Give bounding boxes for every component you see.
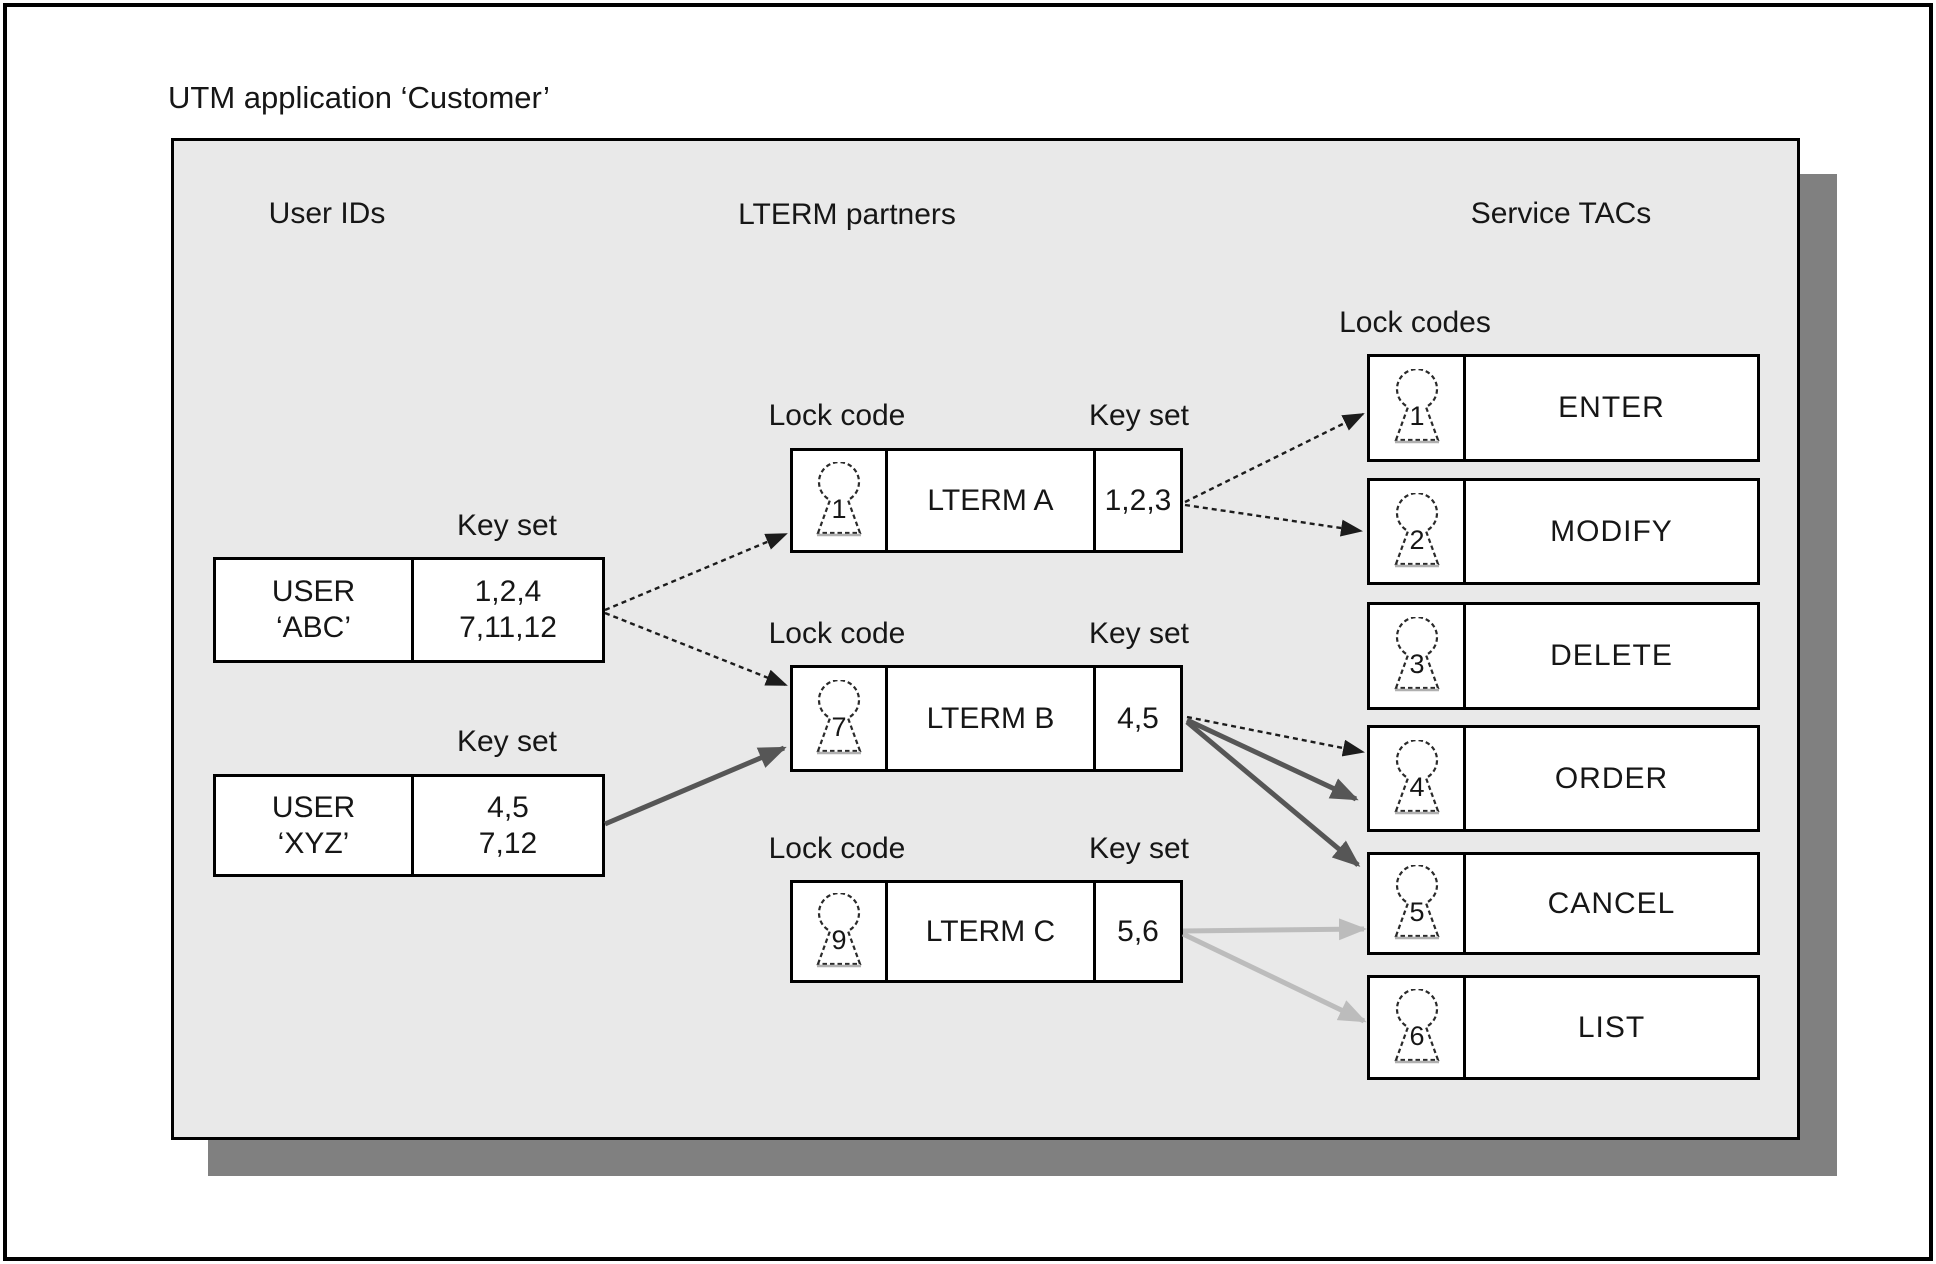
keyhole-icon: 1 <box>816 461 862 536</box>
lock-code-number: 9 <box>831 925 846 955</box>
tac-delete-name: DELETE <box>1463 605 1757 707</box>
lterm-c-keyset: 5,6 <box>1093 883 1180 980</box>
keyhole-icon: 6 <box>1393 988 1440 1063</box>
tac-delete-lock-cell: 3 <box>1370 605 1463 707</box>
tac-enter-name: ENTER <box>1463 357 1757 459</box>
lterm-c-lock-cell: 9 <box>793 883 885 980</box>
user-box-abc: USER ‘ABC’ 1,2,4 7,11,12 <box>213 557 605 663</box>
column-header-service-tacs: Service TACs <box>1470 197 1652 230</box>
lock-code-number: 4 <box>1409 772 1424 802</box>
lock-code-number: 3 <box>1409 649 1424 679</box>
user-xyz-name: USER ‘XYZ’ <box>216 777 411 874</box>
lock-code-number: 2 <box>1409 525 1424 555</box>
lock-code-number: 6 <box>1409 1021 1424 1051</box>
keyset-label-user-abc: Key set <box>456 509 558 542</box>
tac-list-lock-cell: 6 <box>1370 978 1463 1077</box>
keyset-line: 1,2,4 <box>474 575 542 608</box>
user-name-line: ‘ABC’ <box>275 611 351 644</box>
keyset-label-user-xyz: Key set <box>456 725 558 758</box>
lterm-box-a: 1 LTERM A 1,2,3 <box>790 448 1183 553</box>
column-header-user-ids: User IDs <box>268 197 386 230</box>
lock-code-number: 7 <box>831 712 846 742</box>
tac-box-order: 4 ORDER <box>1367 725 1760 832</box>
tac-modify-lock-cell: 2 <box>1370 481 1463 582</box>
tac-box-enter: 1 ENTER <box>1367 354 1760 462</box>
lock-code-number: 1 <box>831 494 846 524</box>
tac-cancel-name: CANCEL <box>1463 855 1757 952</box>
tac-cancel-lock-cell: 5 <box>1370 855 1463 952</box>
lterm-a-lock-cell: 1 <box>793 451 885 550</box>
lterm-a-keyset: 1,2,3 <box>1093 451 1180 550</box>
keyhole-icon: 5 <box>1393 864 1440 939</box>
keyhole-icon: 2 <box>1393 492 1440 567</box>
user-abc-name: USER ‘ABC’ <box>216 560 411 660</box>
lock-code-number: 5 <box>1409 897 1424 927</box>
user-abc-keyset: 1,2,4 7,11,12 <box>411 560 602 660</box>
tac-box-list: 6 LIST <box>1367 975 1760 1080</box>
lock-code-label-lterm-c: Lock code <box>768 832 906 865</box>
keyhole-icon: 3 <box>1393 617 1440 692</box>
keyset-line: 7,11,12 <box>459 611 557 644</box>
tac-order-name: ORDER <box>1463 728 1757 829</box>
lterm-b-keyset: 4,5 <box>1093 668 1180 769</box>
keyhole-icon: 9 <box>816 892 862 967</box>
lterm-b-name: LTERM B <box>885 668 1093 769</box>
user-name-line: ‘XYZ’ <box>277 826 350 860</box>
outer-frame <box>3 3 1933 1261</box>
lterm-b-lock-cell: 7 <box>793 668 885 769</box>
keyset-line: 7,12 <box>478 826 538 860</box>
tac-box-modify: 2 MODIFY <box>1367 478 1760 585</box>
tac-enter-lock-cell: 1 <box>1370 357 1463 459</box>
keyset-label-lterm-c: Key set <box>1088 832 1190 865</box>
lock-code-label-lterm-b: Lock code <box>768 617 906 650</box>
keyset-line: 4,5 <box>487 790 529 824</box>
lterm-c-name: LTERM C <box>885 883 1093 980</box>
keyhole-icon: 4 <box>1393 739 1440 814</box>
user-name-line: USER <box>271 575 356 608</box>
tac-order-lock-cell: 4 <box>1370 728 1463 829</box>
tac-box-delete: 3 DELETE <box>1367 602 1760 710</box>
lock-codes-label: Lock codes <box>1339 306 1491 339</box>
user-xyz-keyset: 4,5 7,12 <box>411 777 602 874</box>
user-name-line: USER <box>271 790 356 824</box>
lterm-box-c: 9 LTERM C 5,6 <box>790 880 1183 983</box>
column-header-lterm-partners: LTERM partners <box>738 198 956 231</box>
lock-code-label-lterm-a: Lock code <box>768 399 906 432</box>
keyset-label-lterm-a: Key set <box>1088 399 1190 432</box>
lock-code-number: 1 <box>1409 401 1424 431</box>
diagram-title: UTM application ‘Customer’ <box>168 80 550 115</box>
keyset-label-lterm-b: Key set <box>1088 617 1190 650</box>
user-box-xyz: USER ‘XYZ’ 4,5 7,12 <box>213 774 605 877</box>
tac-list-name: LIST <box>1463 978 1757 1077</box>
lterm-a-name: LTERM A <box>885 451 1093 550</box>
tac-modify-name: MODIFY <box>1463 481 1757 582</box>
tac-box-cancel: 5 CANCEL <box>1367 852 1760 955</box>
keyhole-icon: 1 <box>1393 369 1440 444</box>
keyhole-icon: 7 <box>816 679 862 754</box>
lterm-box-b: 7 LTERM B 4,5 <box>790 665 1183 772</box>
